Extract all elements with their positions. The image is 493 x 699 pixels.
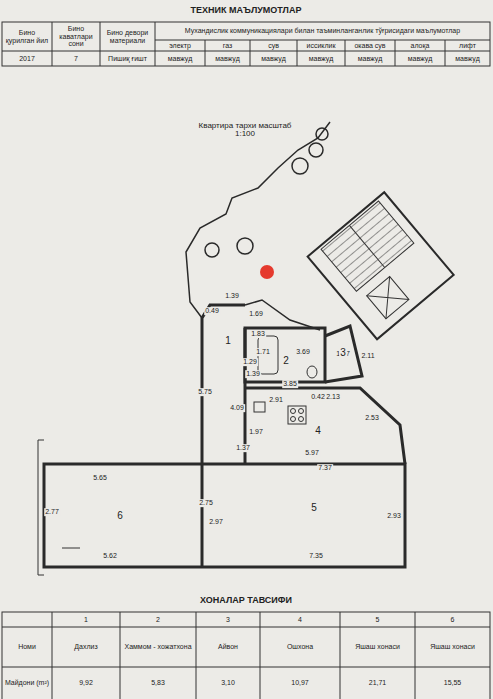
dimension: 3.69 [295,348,311,356]
table-cell: Айвон [196,627,260,667]
dimension: 1.39 [224,292,240,300]
table-cell: окава сув [345,40,395,51]
dimension: 5.62 [102,552,118,560]
table-cell: 9,92 [52,667,120,699]
dimension: 2.53 [364,414,380,422]
room-number: 2 [282,355,290,366]
table-cell: мавжуд [345,51,395,66]
table-cell: 15,55 [415,667,490,699]
table-cell: лифт [445,40,490,51]
dimension: 1.97 [248,428,264,436]
dimension: 1.69 [248,310,264,318]
table-cell: мавжуд [250,51,297,66]
table-cell: Номи [2,627,52,667]
table-cell: Ошхона [260,627,340,667]
dimension: 3.85 [282,380,298,388]
table-cell: 1 [52,612,120,627]
dimension: 5.97 [304,449,320,457]
table-cell: Пишиқ ғишт [100,51,155,66]
dimension: 0.49 [204,307,220,315]
section-title: ХОНАЛАР ТАВСИФИ [199,596,293,606]
dimension: 5.75 [197,388,213,396]
apartment-walls [44,305,405,567]
table-cell: мавжуд [395,51,445,66]
dimension: 2.77 [44,508,60,516]
table-cell: сув [250,40,297,51]
room-number: 3 [339,347,347,358]
table-cell: 5 [340,612,415,627]
dimension: 1.29 [242,358,258,366]
table-cell: 4 [260,612,340,627]
table-cell: 3,10 [196,667,260,699]
table-cell: 10,97 [260,667,340,699]
room-number: 6 [116,510,124,521]
table-cell: 2 [120,612,196,627]
table-cell: 5,83 [120,667,196,699]
dimension: 2.97 [208,518,224,526]
dimension: 4.09 [229,404,245,412]
room-number: 1 [224,335,232,346]
table-cell: газ [205,40,250,51]
table-cell: 21,71 [340,667,415,699]
table-cell: Хаммом - хожатхона [120,627,196,667]
table-grid [2,22,490,699]
dimension: 2.93 [386,512,402,520]
staircase [308,192,454,339]
table-cell: Бино каватлари сони [52,22,100,51]
table-cell: 7 [52,51,100,66]
table-cell: Дахлиз [52,627,120,667]
table-cell: электр [155,40,205,51]
dimension: 2.11 [360,352,375,360]
table-cell: мавжуд [205,51,250,66]
table-cell: 6 [415,612,490,627]
dimension: 1.71 [255,348,271,356]
dimension: 1.39 [245,370,261,378]
table-cell: мавжуд [297,51,345,66]
table-cell: алоқа [395,40,445,51]
table-cell: мавжуд [155,51,205,66]
plan-title: Квартира тархи масштаб 1:100 [195,118,295,142]
dimension: 7.37 [317,464,333,472]
table-cell: Майдони (m²) [2,667,52,699]
dimension: 1.37 [235,444,251,452]
common-area [186,122,330,330]
dimension: 5.65 [92,474,108,482]
dimension: 2.91 [268,396,284,404]
dimension: 2.75 [198,499,214,507]
table-cell: иссиклик [297,40,345,51]
page-title: ТЕХНИК МАЪЛУМОТЛАР [190,6,303,16]
table-cell: 3 [196,612,260,627]
dimension: 1.83 [250,330,266,338]
table-cell: Яшаш хонаси [415,627,490,667]
table-cell: Бино девори материали [100,22,155,51]
location-dot [260,265,274,279]
dimension: 0.42 [310,393,326,401]
fixtures [38,336,317,575]
room-number: 5 [310,502,318,513]
table-cell: Мухандислик коммуникациялари билан таъми… [155,22,490,40]
dimension: 7.35 [308,552,324,560]
table-cell: Бино қурилган йил [2,22,52,51]
dimension: 2.13 [325,393,341,401]
table-cell: 2017 [2,51,52,66]
table-cell: мавжуд [445,51,490,66]
table-cell: Яшаш хонаси [340,627,415,667]
room-number: 4 [314,425,322,436]
